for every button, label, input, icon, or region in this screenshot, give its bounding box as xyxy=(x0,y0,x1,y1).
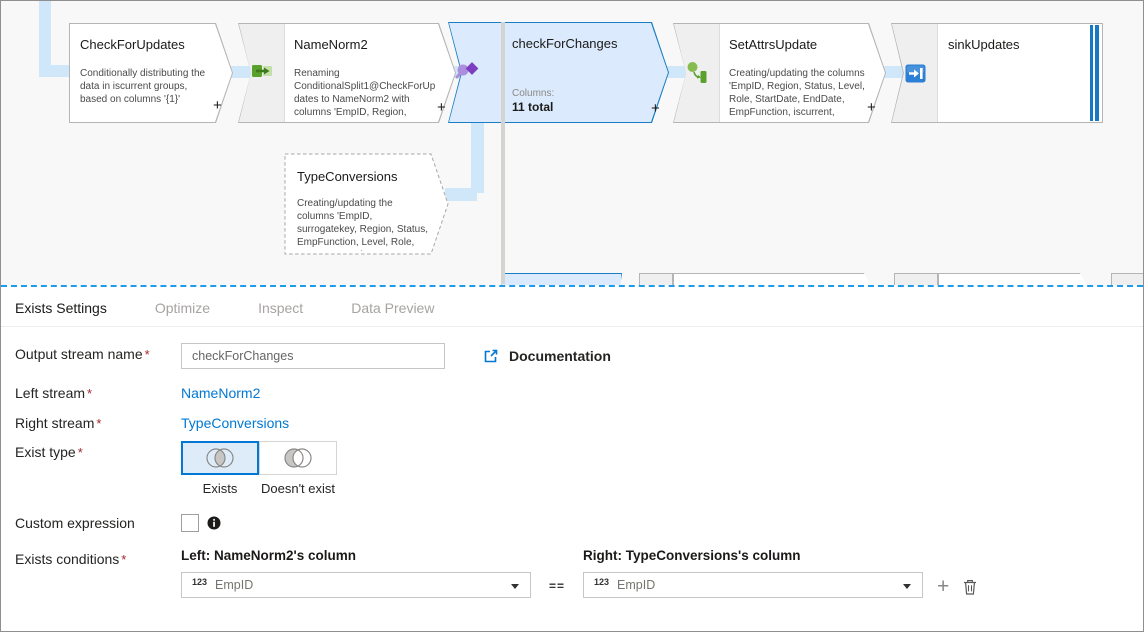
node-description: Creating/updating the columns 'EmpID, Re… xyxy=(729,68,865,118)
node-description: Renaming ConditionalSplit1@CheckForUpdat… xyxy=(294,68,436,118)
connector-typeconversions-up xyxy=(471,119,484,193)
connector-typeconversions-elbow xyxy=(445,188,477,201)
left-column-value: EmpID xyxy=(215,578,254,592)
exist-type-doesnt-exist-button[interactable] xyxy=(259,441,337,475)
info-icon[interactable] xyxy=(207,516,221,530)
partial-node-body[interactable] xyxy=(673,273,871,285)
node-title: TypeConversions xyxy=(297,169,398,184)
tab-data-preview[interactable]: Data Preview xyxy=(351,300,435,316)
right-stream-label: Right stream* xyxy=(15,415,102,431)
add-transformation-button[interactable]: + xyxy=(651,100,660,117)
connector-incoming-elbow xyxy=(39,65,71,77)
node-checkforupdates[interactable]: CheckForUpdates Conditionally distributi… xyxy=(69,23,233,123)
node-description: Conditionally distributing the data in i… xyxy=(80,68,206,105)
chevron-down-icon xyxy=(903,584,911,589)
settings-panel: Exists Settings Optimize Inspect Data Pr… xyxy=(1,288,1143,631)
right-column-dropdown[interactable]: 123 EmpID xyxy=(583,572,923,598)
exists-option-label: Exists xyxy=(202,481,238,496)
tab-exists-settings[interactable]: Exists Settings xyxy=(15,300,107,316)
partial-node-band[interactable] xyxy=(894,273,938,285)
left-column-dropdown[interactable]: 123 EmpID xyxy=(181,572,531,598)
right-column-value: EmpID xyxy=(617,578,656,592)
trash-icon xyxy=(964,579,977,595)
drag-guide-line xyxy=(501,22,505,284)
node-title: sinkUpdates xyxy=(948,37,1020,52)
exists-conditions-label: Exists conditions* xyxy=(15,551,127,567)
connector-incoming xyxy=(39,1,51,77)
custom-expression-label: Custom expression xyxy=(15,515,135,531)
sink-output-bars xyxy=(1090,25,1099,121)
partial-node-body[interactable] xyxy=(938,273,1087,285)
sink-icon xyxy=(905,64,926,83)
doesnt-exist-option-label: Doesn't exist xyxy=(260,481,335,496)
partial-node-selected[interactable] xyxy=(501,273,622,285)
required-asterisk: * xyxy=(87,386,93,401)
node-shape xyxy=(448,22,669,123)
node-title: checkForChanges xyxy=(512,36,618,51)
node-typeconversions[interactable]: TypeConversions Creating/updating the co… xyxy=(284,153,450,255)
external-link-icon xyxy=(484,349,498,363)
exist-type-label: Exist type* xyxy=(15,444,83,460)
tab-inspect[interactable]: Inspect xyxy=(258,300,304,316)
partial-node-band[interactable] xyxy=(1111,273,1143,285)
panel-tabs: Exists Settings Optimize Inspect Data Pr… xyxy=(1,288,1143,327)
required-asterisk: * xyxy=(121,552,127,567)
right-stream-link[interactable]: TypeConversions xyxy=(181,415,290,431)
equality-operator: == xyxy=(548,579,565,593)
node-shape xyxy=(69,23,233,123)
node-namenorm2[interactable]: NameNorm2 Renaming ConditionalSplit1@Che… xyxy=(238,23,456,123)
integer-type-badge: 123 xyxy=(594,577,610,587)
custom-expression-checkbox[interactable] xyxy=(181,514,199,532)
node-sinkupdates[interactable]: sinkUpdates xyxy=(891,23,1103,123)
node-title: NameNorm2 xyxy=(294,37,368,52)
integer-type-badge: 123 xyxy=(192,577,208,587)
documentation-link[interactable]: Documentation xyxy=(483,348,611,364)
node-title: CheckForUpdates xyxy=(80,37,185,52)
chevron-down-icon xyxy=(511,584,519,589)
delete-condition-button[interactable] xyxy=(963,579,977,595)
node-columns-value: 11 total xyxy=(512,100,554,114)
required-asterisk: * xyxy=(96,416,102,431)
derived-column-icon xyxy=(687,62,707,83)
select-transformation-icon xyxy=(252,65,272,77)
required-asterisk: * xyxy=(77,445,83,460)
output-stream-name-input[interactable] xyxy=(181,343,445,369)
exist-type-exists-button[interactable] xyxy=(181,441,259,475)
required-asterisk: * xyxy=(144,347,150,362)
dataflow-canvas[interactable]: CheckForUpdates Conditionally distributi… xyxy=(1,1,1143,285)
add-condition-button[interactable]: + xyxy=(937,574,950,598)
output-stream-name-label: Output stream name* xyxy=(15,346,150,362)
node-setattrsupdate[interactable]: SetAttrsUpdate Creating/updating the col… xyxy=(673,23,886,123)
add-transformation-button[interactable]: + xyxy=(437,99,446,116)
left-stream-label: Left stream* xyxy=(15,385,93,401)
add-transformation-button[interactable]: + xyxy=(213,97,222,114)
tab-optimize[interactable]: Optimize xyxy=(154,300,211,316)
node-title: SetAttrsUpdate xyxy=(729,37,818,52)
node-description: Creating/updating the columns 'EmpID, su… xyxy=(297,198,428,251)
add-transformation-button[interactable]: + xyxy=(867,99,876,116)
right-column-header: Right: TypeConversions's column xyxy=(583,548,801,563)
node-shape xyxy=(284,153,449,255)
exists-venn-icon xyxy=(206,448,234,468)
left-stream-link[interactable]: NameNorm2 xyxy=(181,385,261,401)
node-checkforchanges[interactable]: checkForChanges Columns: 11 total xyxy=(448,22,669,123)
exists-transformation-icon xyxy=(455,62,479,79)
partial-node-band[interactable] xyxy=(639,273,673,285)
exists-settings-form: Output stream name* Documentation xyxy=(1,327,1143,598)
node-columns-label: Columns: xyxy=(512,88,555,99)
doesnt-exist-venn-icon xyxy=(284,448,312,468)
left-column-header: Left: NameNorm2's column xyxy=(181,548,356,563)
